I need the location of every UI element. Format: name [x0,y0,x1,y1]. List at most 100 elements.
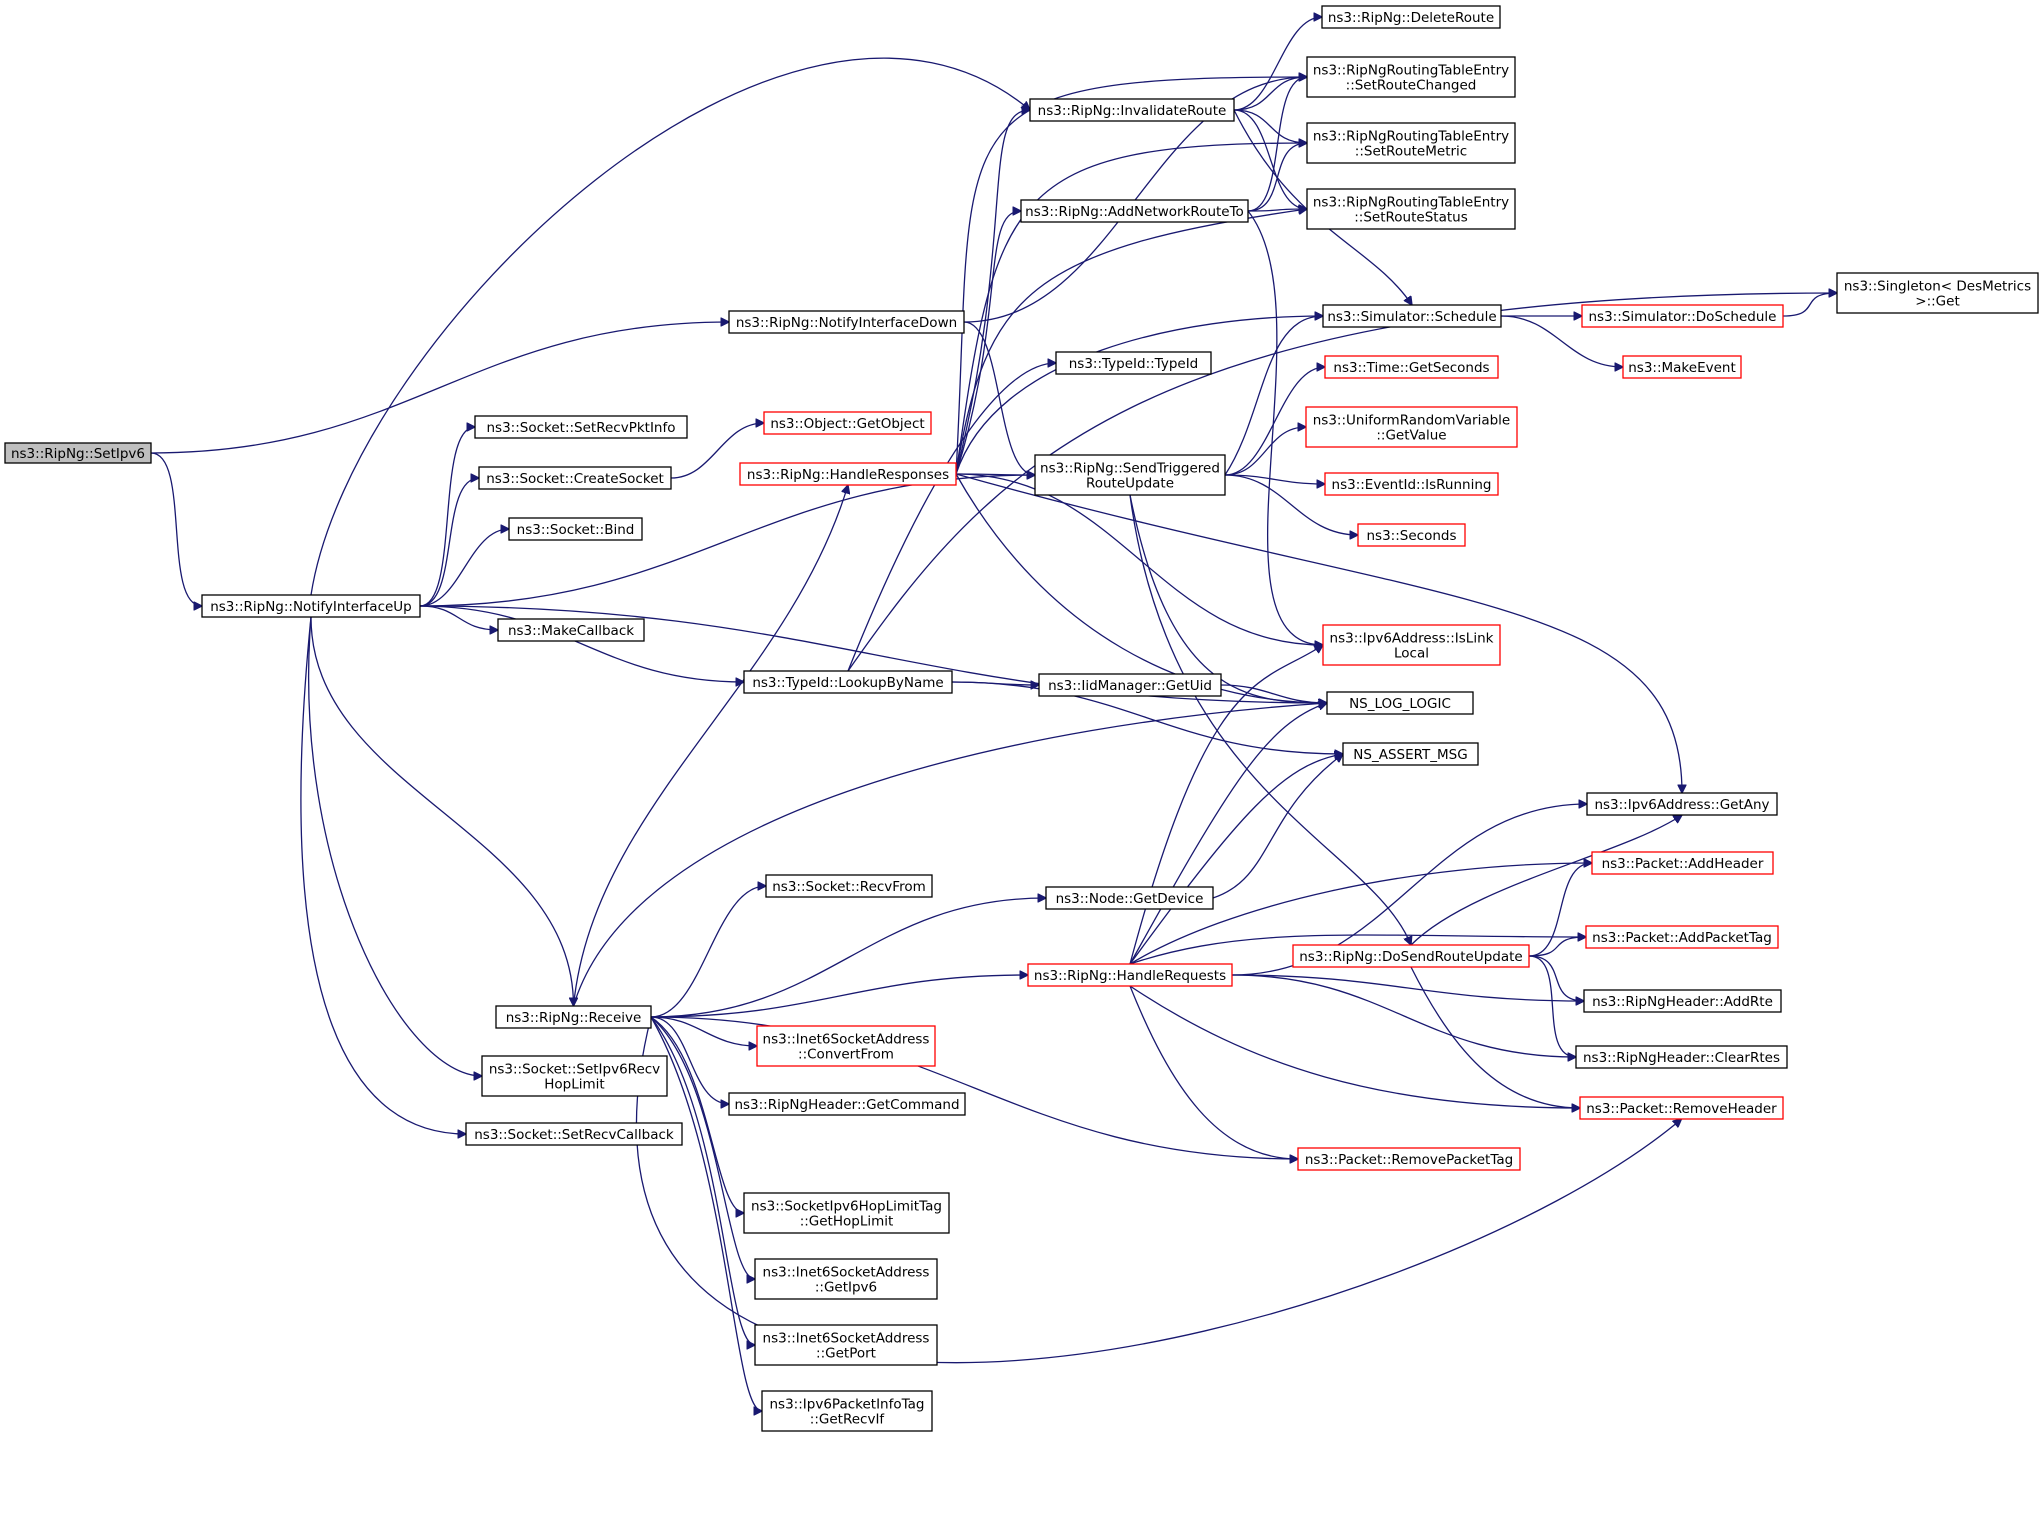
node-SetRouteMetric[interactable]: ns3::RipNgRoutingTableEntry::SetRouteMet… [1306,122,1516,164]
node-AddNetworkRouteTo[interactable]: ns3::RipNg::AddNetworkRouteTo [1020,199,1249,223]
node-UniformGetValue[interactable]: ns3::UniformRandomVariable::GetValue [1305,406,1518,448]
node-box[interactable] [1581,304,1784,328]
node-GetUid[interactable]: ns3::IidManager::GetUid [1038,673,1222,697]
node-box[interactable] [1357,523,1466,547]
node-box[interactable] [1029,98,1235,122]
node-box[interactable] [1324,355,1499,379]
node-box[interactable] [1027,963,1233,987]
node-EventIsRunning[interactable]: ns3::EventId::IsRunning [1324,472,1499,496]
node-SimulatorSchedule[interactable]: ns3::Simulator::Schedule [1322,304,1502,328]
node-box[interactable] [754,1258,938,1300]
node-box[interactable] [4,442,152,464]
node-box[interactable] [1297,1147,1521,1171]
node-GetSeconds[interactable]: ns3::Time::GetSeconds [1324,355,1499,379]
node-box[interactable] [1306,188,1516,230]
node-box[interactable] [1020,199,1249,223]
node-box[interactable] [481,1055,668,1097]
node-GetObject[interactable]: ns3::Object::GetObject [763,411,932,435]
node-GetRecvIf[interactable]: ns3::Ipv6PacketInfoTag::GetRecvIf [761,1390,933,1432]
node-NotifyInterfaceDown[interactable]: ns3::RipNg::NotifyInterfaceDown [728,310,965,334]
node-DeleteRoute[interactable]: ns3::RipNg::DeleteRoute [1321,5,1501,29]
node-RemoveHeader[interactable]: ns3::Packet::RemoveHeader [1579,1096,1784,1120]
node-SetRecvPktInfo[interactable]: ns3::Socket::SetRecvPktInfo [474,415,688,439]
node-box[interactable] [743,1192,950,1234]
node-CreateSocket[interactable]: ns3::Socket::CreateSocket [478,466,672,490]
node-NS_ASSERT_MSG[interactable]: NS_ASSERT_MSG [1342,742,1479,766]
node-Ipv6GetAny[interactable]: ns3::Ipv6Address::GetAny [1586,792,1778,816]
node-box[interactable] [465,1122,683,1146]
node-box[interactable] [1305,406,1518,448]
node-HandleResponses[interactable]: ns3::RipNg::HandleResponses [739,462,957,486]
node-InvalidateRoute[interactable]: ns3::RipNg::InvalidateRoute [1029,98,1235,122]
node-box[interactable] [1322,624,1501,666]
node-MakeEvent[interactable]: ns3::MakeEvent [1622,355,1742,379]
node-MakeCallback[interactable]: ns3::MakeCallback [497,618,645,642]
node-AddHeader[interactable]: ns3::Packet::AddHeader [1591,851,1774,875]
node-AddRte[interactable]: ns3::RipNgHeader::AddRte [1583,989,1782,1013]
node-box[interactable] [754,1324,938,1366]
node-NS_LOG_LOGIC[interactable]: NS_LOG_LOGIC [1326,691,1474,715]
node-box[interactable] [763,411,932,435]
node-box[interactable] [1038,673,1222,697]
node-box[interactable] [508,517,643,541]
node-box[interactable] [1321,5,1501,29]
node-GetHopLimit[interactable]: ns3::SocketIpv6HopLimitTag::GetHopLimit [743,1192,950,1234]
node-Bind[interactable]: ns3::Socket::Bind [508,517,643,541]
node-Receive[interactable]: ns3::RipNg::Receive [495,1005,652,1029]
node-box[interactable] [1045,886,1214,910]
node-box[interactable] [1322,304,1502,328]
node-SetRouteStatus[interactable]: ns3::RipNgRoutingTableEntry::SetRouteSta… [1306,188,1516,230]
node-DoSchedule[interactable]: ns3::Simulator::DoSchedule [1581,304,1784,328]
node-box[interactable] [1585,925,1779,949]
node-box[interactable] [1583,989,1782,1013]
node-NotifyInterfaceUp[interactable]: ns3::RipNg::NotifyInterfaceUp [201,594,421,618]
node-box[interactable] [1575,1045,1788,1069]
node-SetRecvCallback[interactable]: ns3::Socket::SetRecvCallback [465,1122,683,1146]
node-GetPort[interactable]: ns3::Inet6SocketAddress::GetPort [754,1324,938,1366]
node-box[interactable] [1292,944,1530,968]
node-box[interactable] [1326,691,1474,715]
node-box[interactable] [728,310,965,334]
node-box[interactable] [1306,122,1516,164]
node-box[interactable] [739,462,957,486]
node-HandleRequests[interactable]: ns3::RipNg::HandleRequests [1027,963,1233,987]
node-box[interactable] [1324,472,1499,496]
node-box[interactable] [1579,1096,1784,1120]
node-box[interactable] [1342,742,1479,766]
node-TypeIdTypeId[interactable]: ns3::TypeId::TypeId [1055,351,1212,375]
node-box[interactable] [728,1092,966,1116]
node-ClearRtes[interactable]: ns3::RipNgHeader::ClearRtes [1575,1045,1788,1069]
node-box[interactable] [474,415,688,439]
node-GetCommand[interactable]: ns3::RipNgHeader::GetCommand [728,1092,966,1116]
node-box[interactable] [495,1005,652,1029]
node-ConvertFrom[interactable]: ns3::Inet6SocketAddress::ConvertFrom [756,1025,936,1067]
node-RemovePacketTag[interactable]: ns3::Packet::RemovePacketTag [1297,1147,1521,1171]
node-SingletonGet[interactable]: ns3::Singleton< DesMetrics >::Get [1836,272,2039,314]
node-Seconds[interactable]: ns3::Seconds [1357,523,1466,547]
node-RecvFrom[interactable]: ns3::Socket::RecvFrom [765,874,933,898]
node-box[interactable] [1034,454,1226,496]
node-box[interactable] [1586,792,1778,816]
node-SetRouteChanged[interactable]: ns3::RipNgRoutingTableEntry::SetRouteCha… [1306,56,1516,98]
node-box[interactable] [1591,851,1774,875]
node-box[interactable] [765,874,933,898]
node-AddPacketTag[interactable]: ns3::Packet::AddPacketTag [1585,925,1779,949]
node-box[interactable] [1836,272,2039,314]
node-box[interactable] [478,466,672,490]
node-NodeGetDevice[interactable]: ns3::Node::GetDevice [1045,886,1214,910]
node-box[interactable] [201,594,421,618]
node-LookupByName[interactable]: ns3::TypeId::LookupByName [743,670,953,694]
node-SetIpv6[interactable]: ns3::RipNg::SetIpv6 [4,442,152,464]
node-box[interactable] [1055,351,1212,375]
node-box[interactable] [756,1025,936,1067]
node-box[interactable] [497,618,645,642]
node-box[interactable] [1306,56,1516,98]
node-box[interactable] [761,1390,933,1432]
node-box[interactable] [743,670,953,694]
node-DoSendRouteUpdate[interactable]: ns3::RipNg::DoSendRouteUpdate [1292,944,1530,968]
node-box[interactable] [1622,355,1742,379]
node-GetIpv6[interactable]: ns3::Inet6SocketAddress::GetIpv6 [754,1258,938,1300]
